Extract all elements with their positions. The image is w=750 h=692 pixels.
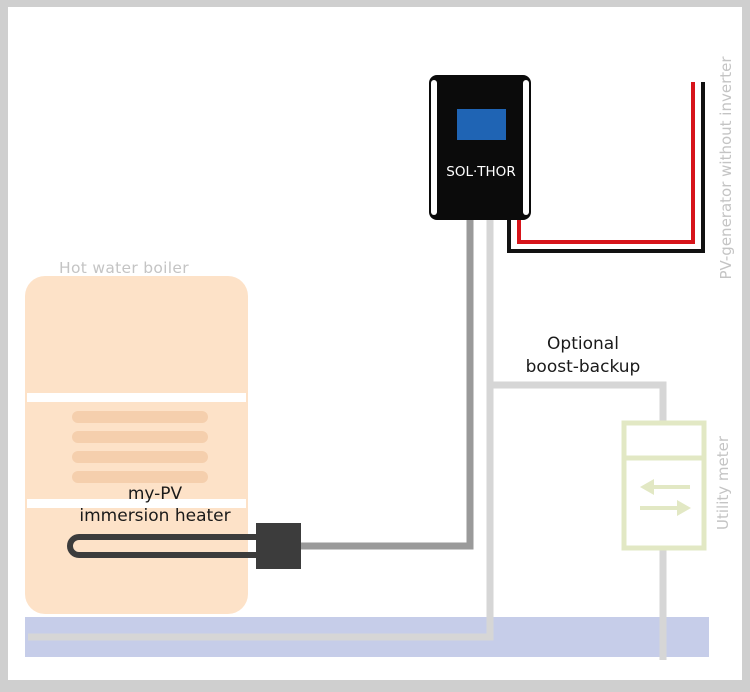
cables [28, 82, 705, 660]
immersion-heater: my-PV immersion heater [67, 484, 301, 569]
controller-grid-cable [28, 218, 494, 641]
controller-body [429, 75, 531, 220]
hot-water-boiler: Hot water boiler [25, 259, 248, 614]
boiler-label: Hot water boiler [59, 259, 189, 277]
pv-generator-label: PV-generator without inverter [717, 56, 735, 280]
pv-positive-line [517, 82, 695, 244]
controller-left-rail [431, 80, 437, 215]
controller-label: SOL·THOR [446, 164, 515, 180]
utility-meter: Utility meter [621, 420, 732, 551]
solthor-controller: SOL·THOR [429, 75, 531, 220]
heater-label-line1: my-PV [128, 484, 183, 504]
pv-negative-line [507, 82, 705, 253]
bidirectional-arrows-icon [640, 479, 691, 516]
boost-backup-cable [490, 381, 667, 660]
boiler-lower-separator [27, 499, 246, 508]
boiler-top-separator [27, 393, 246, 402]
heater-head [256, 523, 301, 569]
heater-cable [300, 218, 474, 550]
controller-right-rail [523, 80, 529, 215]
heater-label-line2: immersion heater [79, 506, 230, 526]
meter-label: Utility meter [714, 435, 732, 530]
boiler-coil [72, 411, 208, 483]
controller-display [457, 109, 506, 140]
heater-element [67, 534, 258, 558]
boiler-tank [25, 276, 248, 614]
boost-backup-label-line1: Optional [547, 334, 619, 354]
boost-backup-label-line2: boost-backup [526, 357, 641, 377]
